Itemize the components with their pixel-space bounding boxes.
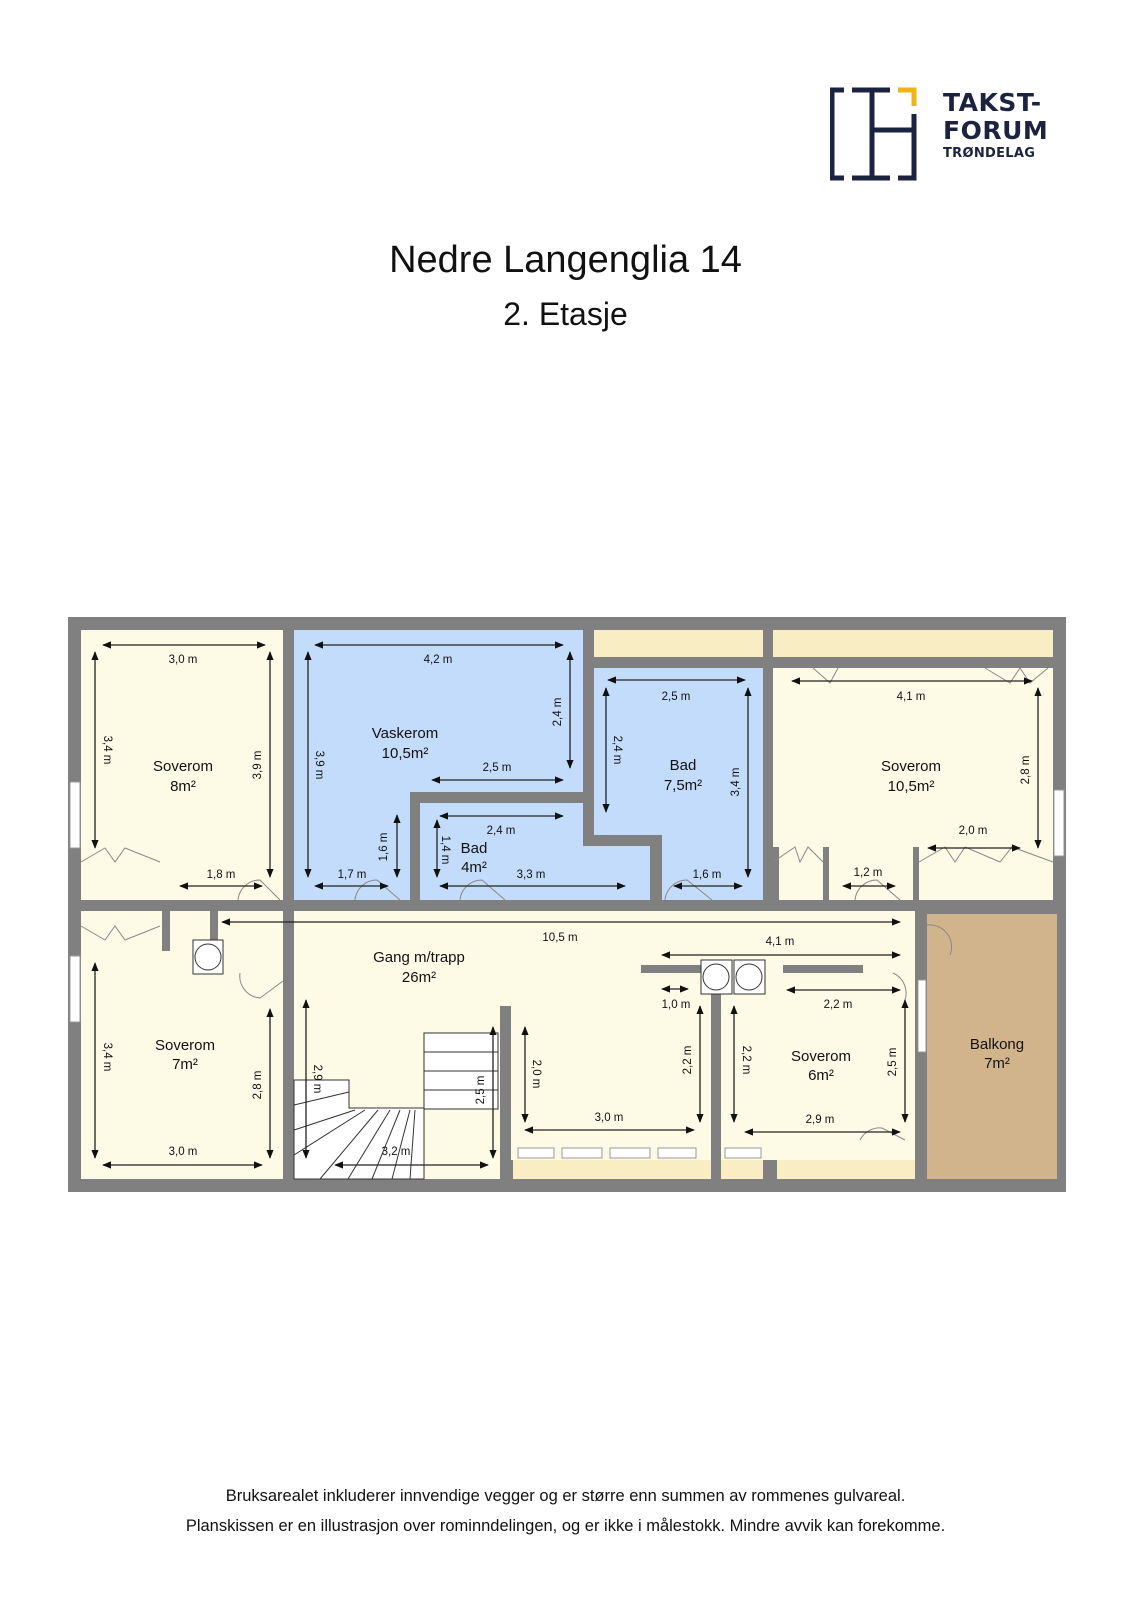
dim-label: 3,9 m [313,751,325,780]
dim-label: 1,0 m [662,999,691,1011]
dim-label: 2,4 m [487,825,516,837]
dim-label: 2,2 m [824,999,853,1011]
dim-label: 1,7 m [338,869,367,881]
room-name: Vaskerom [372,725,438,742]
room-vaskerom [294,630,583,900]
page-title: Nedre Langenglia 14 [389,239,742,281]
room-area: 6m² [808,1067,834,1084]
logo-mark-icon [829,87,917,181]
dimension-lines [91,641,1042,1169]
dim-label: 1,2 m [854,867,883,879]
dim-label: 4,1 m [766,936,795,948]
room-name: Soverom [881,758,941,775]
appliances [192,939,766,995]
dim-label: 2,4 m [611,736,623,765]
floor-subtitle: 2. Etasje [503,296,628,332]
room-balkong [923,914,1057,1179]
logo-line-2: FORUM [943,116,1049,145]
dim-label: 3,2 m [382,1146,411,1158]
room-name: Soverom [155,1037,215,1054]
storage-strip-1 [594,630,763,657]
dim-label: 2,0 m [530,1060,542,1089]
dim-label: 2,2 m [682,1046,694,1075]
dim-label: 3,0 m [169,1146,198,1158]
footer-note-area: Bruksarealet inkluderer innvendige vegge… [225,1487,906,1505]
storage-strip-4 [777,1160,923,1179]
room-name: Soverom [791,1048,851,1065]
room-name: Gang m/trapp [373,949,465,966]
dim-label: 2,2 m [740,1046,752,1075]
dim-label: 4,1 m [897,691,926,703]
dim-label: 3,0 m [595,1112,624,1124]
room-area: 26m² [402,969,436,986]
dim-label: 4,2 m [424,654,453,666]
dim-label: 10,5 m [542,932,577,944]
dim-label: 2,5 m [475,1076,487,1105]
room-area: 8m² [170,778,196,795]
dim-label: 2,0 m [959,825,988,837]
dim-label: 3,9 m [252,751,264,780]
interior-walls [68,630,1053,1179]
room-area: 10,5m² [888,778,935,795]
dim-label: 3,3 m [517,869,546,881]
dim-label: 1,6 m [378,833,390,862]
room-labels: Soverom 8m² Vaskerom 10,5m² Bad 4m² Bad … [153,725,1024,1084]
room-area: 7,5m² [664,777,702,794]
dim-label: 1,6 m [693,869,722,881]
staircase [293,1032,499,1180]
room-area: 7m² [172,1056,198,1073]
dim-label: 1,4 m [439,836,451,865]
dim-label: 3,0 m [169,654,198,666]
room-name: Soverom [153,758,213,775]
dim-label: 2,9 m [311,1065,323,1094]
dim-label: 1,8 m [207,869,236,881]
dim-label: 2,9 m [806,1114,835,1126]
dim-label: 3,4 m [101,736,113,765]
logo-line-1: TAKST- [943,88,1042,117]
storage-strip-3 [513,1160,763,1179]
dim-label: 3,4 m [101,1043,113,1072]
dimension-labels: 3,0 m 1,8 m 4,2 m 2,5 m 1,7 m 2,4 m 3,3 … [169,654,988,1158]
storage-strip-2 [773,630,1053,657]
logo-text: TAKST- FORUM TRØNDELAG [943,90,1048,160]
room-name: Bad [461,840,488,857]
dim-label: 2,5 m [662,691,691,703]
room-name: Bad [670,757,697,774]
dim-label: 2,8 m [1020,756,1032,785]
company-logo: TAKST- FORUM TRØNDELAG [829,86,1050,182]
room-area: 4m² [461,859,487,876]
room-area: 7m² [984,1055,1010,1072]
room-bad-large [594,668,763,900]
ventilation-circle-icon [194,943,222,971]
room-area: 10,5m² [382,745,429,762]
footer-note-disclaimer: Planskissen er en illustrasjon over romi… [185,1517,946,1535]
vertical-dimension-labels: 3,4 m 3,9 m 3,9 m 2,4 m 1,6 m 1,4 m 2,4 … [101,698,1032,1105]
logo-line-3: TRØNDELAG [943,146,1036,161]
dim-label: 2,5 m [483,762,512,774]
dim-label: 2,8 m [252,1071,264,1100]
windows [69,781,1065,1159]
room-soverom-3 [81,911,283,1179]
room-name: Balkong [970,1036,1024,1053]
dim-label: 2,4 m [552,698,564,727]
dim-label: 2,5 m [887,1048,899,1077]
room-bad-small [420,803,650,900]
room-soverom-1 [81,630,283,900]
dim-label: 3,4 m [730,768,742,797]
